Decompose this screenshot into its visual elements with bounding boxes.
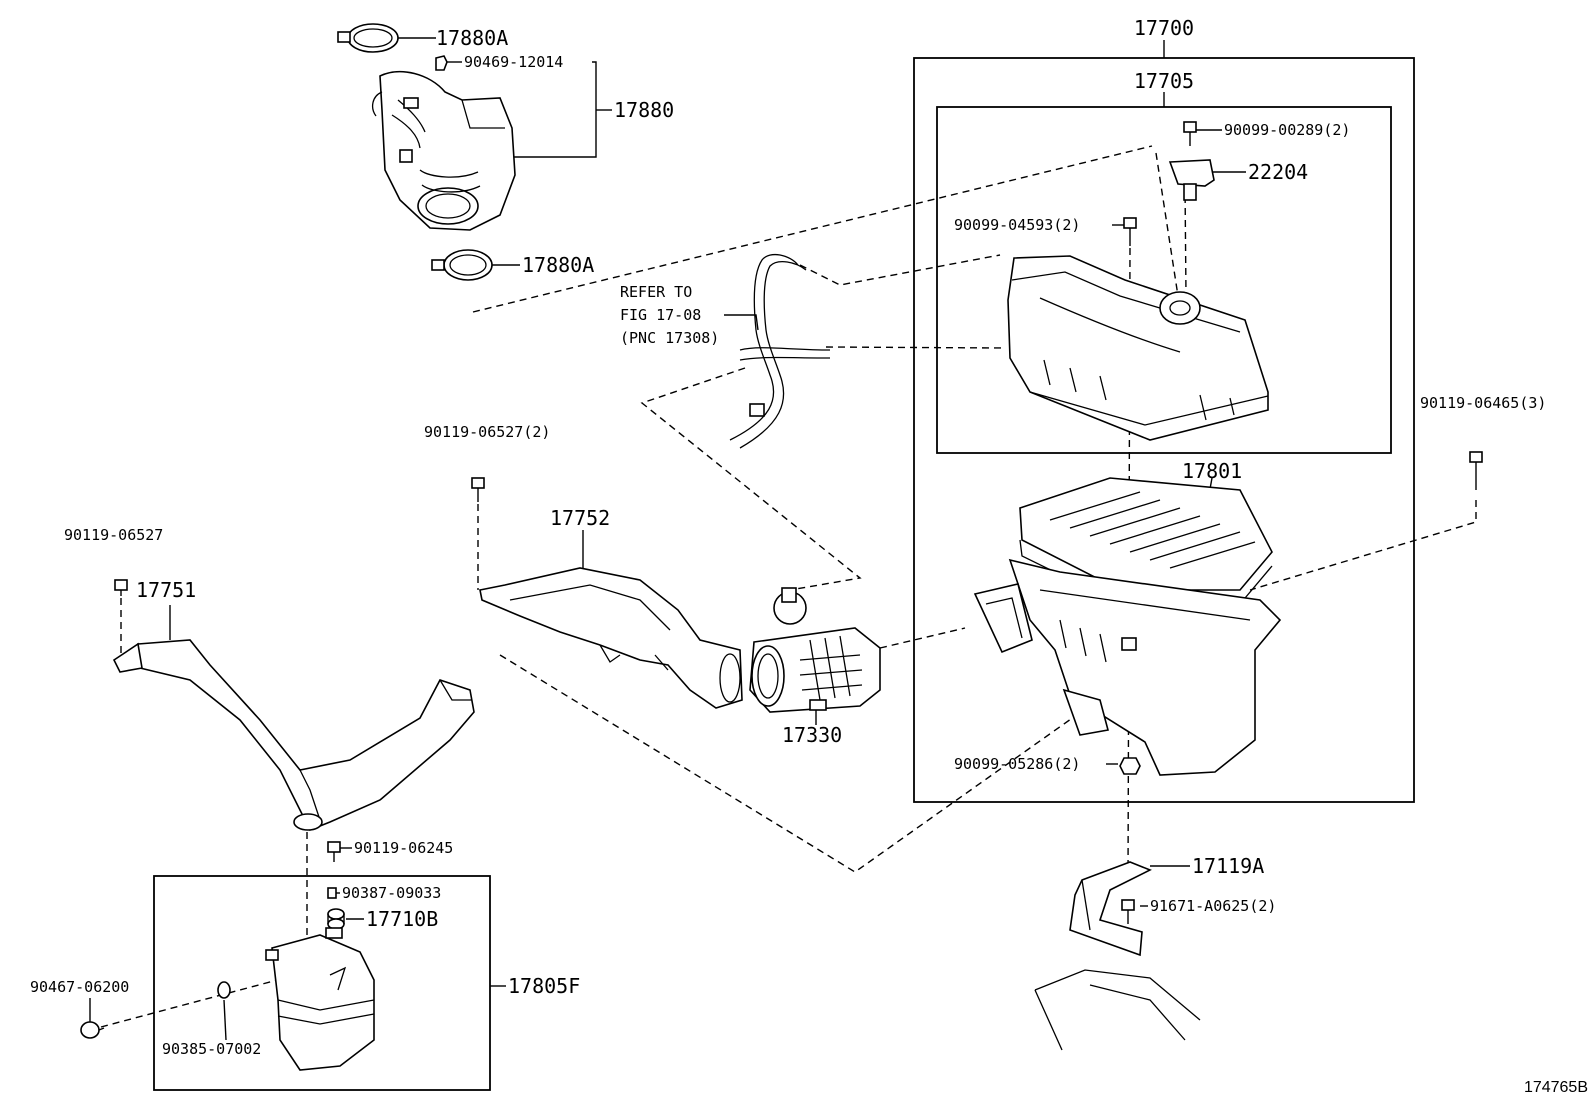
air-filter-element-drawing	[1019, 477, 1273, 605]
assembly-box-17805f	[153, 875, 491, 1091]
label-17705: 17705	[1134, 69, 1194, 93]
label-90119-06527: 90119-06527	[64, 526, 163, 544]
label-17805f: 17805F	[508, 974, 580, 998]
label-90467-06200: 90467-06200	[30, 978, 129, 996]
bolt-90099-04593-drawing	[1123, 217, 1137, 246]
grommet-90385-07002-drawing	[217, 981, 231, 999]
bolt-90119-06465-drawing	[1469, 451, 1483, 490]
label-17801: 17801	[1182, 459, 1242, 483]
bolt-90119-06245-drawing	[327, 841, 341, 862]
label-90385-07002: 90385-07002	[162, 1040, 261, 1058]
label-17880: 17880	[614, 98, 674, 122]
label-17752: 17752	[550, 506, 610, 530]
grommet-17710b-drawing	[327, 908, 345, 930]
breather-hose-drawing	[729, 253, 831, 449]
label-90387-09033: 90387-09033	[342, 884, 441, 902]
resonator-17805f-drawing	[265, 927, 375, 1071]
label-90469-12014: 90469-12014	[464, 53, 563, 71]
label-17330: 17330	[782, 723, 842, 747]
leader-lines	[89, 37, 1246, 1041]
bracket-17119a-drawing	[1069, 861, 1152, 957]
bolt-91671-a0625-drawing	[1121, 899, 1135, 924]
label-17119a: 17119A	[1192, 854, 1264, 878]
throttle-body-17330-drawing	[749, 587, 881, 713]
label-90099-05286: 90099-05286(2)	[954, 755, 1080, 773]
label-90119-06465: 90119-06465(3)	[1420, 394, 1546, 412]
label-90119-06245: 90119-06245	[354, 839, 453, 857]
label-17880a-bottom: 17880A	[522, 253, 594, 277]
label-17880a-top: 17880A	[436, 26, 508, 50]
bolt-90099-00289-drawing	[1183, 121, 1197, 146]
inlet-duct-17751-drawing	[112, 639, 475, 832]
label-refer-to: REFER TO	[620, 283, 692, 301]
bushing-90387-09033-drawing	[327, 887, 337, 899]
intake-duct-17752-drawing	[479, 567, 743, 709]
label-17751: 17751	[136, 578, 196, 602]
intake-hose-17880-drawing	[371, 70, 516, 231]
label-90099-04593: 90099-04593(2)	[954, 216, 1080, 234]
body-panel-drawing	[1034, 969, 1201, 1051]
bolt-90119-06527-2-drawing	[471, 477, 485, 502]
label-90099-00289: 90099-00289(2)	[1224, 121, 1350, 139]
hose-clamp-top-drawing	[337, 23, 399, 53]
hose-clamp-bottom-drawing	[431, 249, 493, 281]
assembly-dashed-lines	[100, 145, 1477, 1028]
bolt-90119-06527-drawing	[114, 579, 128, 596]
label-22204: 22204	[1248, 160, 1308, 184]
air-cleaner-cap-drawing	[1007, 255, 1269, 441]
air-cleaner-case-drawing	[973, 558, 1282, 776]
label-refer-pnc: (PNC 17308)	[620, 329, 719, 347]
label-91671-a0625: 91671-A0625(2)	[1150, 897, 1276, 915]
label-refer-fig: FIG 17-08	[620, 306, 701, 324]
air-flow-meter-22204-drawing	[1168, 159, 1215, 201]
label-17710b: 17710B	[366, 907, 438, 931]
clip-90469-drawing	[435, 55, 448, 71]
label-17700: 17700	[1134, 16, 1194, 40]
clip-90467-06200-drawing	[80, 1021, 105, 1039]
label-90119-06527-2: 90119-06527(2)	[424, 423, 550, 441]
figure-id: 174765B	[1524, 1079, 1588, 1096]
nut-90099-05286-drawing	[1119, 757, 1141, 775]
